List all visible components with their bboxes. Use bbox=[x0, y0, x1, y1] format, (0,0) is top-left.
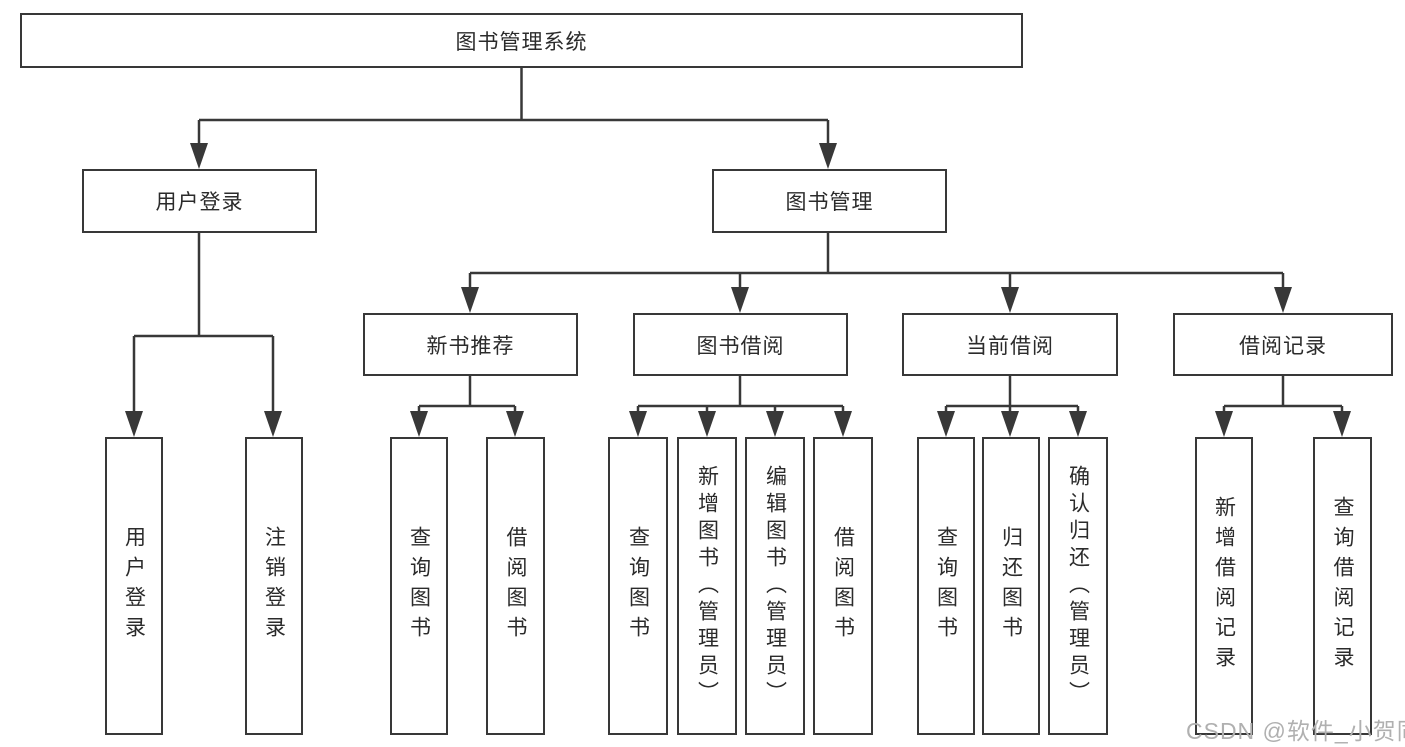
leaf-add-book-admin: 新增图书（管理员） bbox=[677, 437, 737, 735]
leaf-confirm-return-admin: 确认归还（管理员） bbox=[1048, 437, 1108, 735]
leaf-borrow-query-book: 查询图书 bbox=[608, 437, 668, 735]
leaf-add-borrow-record: 新增借阅记录 bbox=[1195, 437, 1253, 735]
node-book-borrowing: 图书借阅 bbox=[633, 313, 848, 376]
leaf-rec-borrow-book: 借阅图书 bbox=[486, 437, 545, 735]
leaf-return-book: 归还图书 bbox=[982, 437, 1040, 735]
leaf-borrow-borrow-book: 借阅图书 bbox=[813, 437, 873, 735]
leaf-query-borrow-record: 查询借阅记录 bbox=[1313, 437, 1372, 735]
csdn-watermark: CSDN @软件_小贺同学 bbox=[1186, 718, 1405, 744]
node-new-book-recommendation: 新书推荐 bbox=[363, 313, 578, 376]
node-current-borrowing: 当前借阅 bbox=[902, 313, 1118, 376]
node-root: 图书管理系统 bbox=[20, 13, 1023, 68]
leaf-logout: 注销登录 bbox=[245, 437, 303, 735]
leaf-edit-book-admin: 编辑图书（管理员） bbox=[745, 437, 805, 735]
node-book-management-branch: 图书管理 bbox=[712, 169, 947, 233]
leaf-rec-query-book: 查询图书 bbox=[390, 437, 448, 735]
leaf-user-login: 用户登录 bbox=[105, 437, 163, 735]
node-user-login-branch: 用户登录 bbox=[82, 169, 317, 233]
leaf-current-query-book: 查询图书 bbox=[917, 437, 975, 735]
node-borrowing-records: 借阅记录 bbox=[1173, 313, 1393, 376]
